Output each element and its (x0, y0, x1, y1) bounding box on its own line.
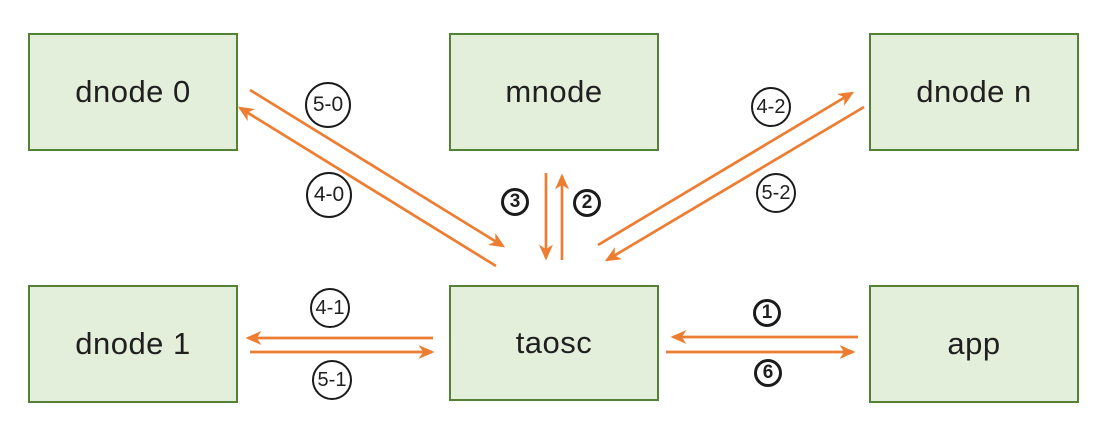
step-badge-5-2: 5-2 (756, 173, 796, 213)
node-dnoden: dnode n (869, 33, 1079, 151)
node-mnode-label: mnode (505, 74, 603, 109)
node-taosc-label: taosc (515, 325, 593, 360)
node-app: app (869, 285, 1079, 403)
step-badge-1: 1 (753, 299, 781, 327)
node-dnode0: dnode 0 (28, 33, 238, 151)
step-badge-2: 2 (573, 189, 601, 217)
step-badge-3: 3 (501, 188, 529, 216)
step-badge-4-0: 4-0 (306, 172, 352, 218)
step-badge-6: 6 (754, 359, 782, 387)
arrow-5-2 (604, 105, 865, 262)
node-dnode0-label: dnode 0 (75, 74, 191, 109)
node-dnode1: dnode 1 (28, 285, 238, 403)
node-dnoden-label: dnode n (916, 74, 1032, 109)
step-badge-5-1: 5-1 (312, 360, 352, 400)
step-badge-4-1: 4-1 (310, 288, 350, 328)
step-badge-4-2: 4-2 (751, 87, 791, 127)
step-badge-5-0: 5-0 (305, 82, 351, 128)
arrow-4-2 (597, 91, 855, 247)
node-dnode1-label: dnode 1 (75, 326, 191, 361)
arrow-4-0 (237, 106, 497, 268)
node-app-label: app (947, 326, 1001, 361)
arrow-5-0 (249, 88, 506, 248)
node-taosc: taosc (449, 285, 659, 401)
node-mnode: mnode (449, 33, 659, 151)
